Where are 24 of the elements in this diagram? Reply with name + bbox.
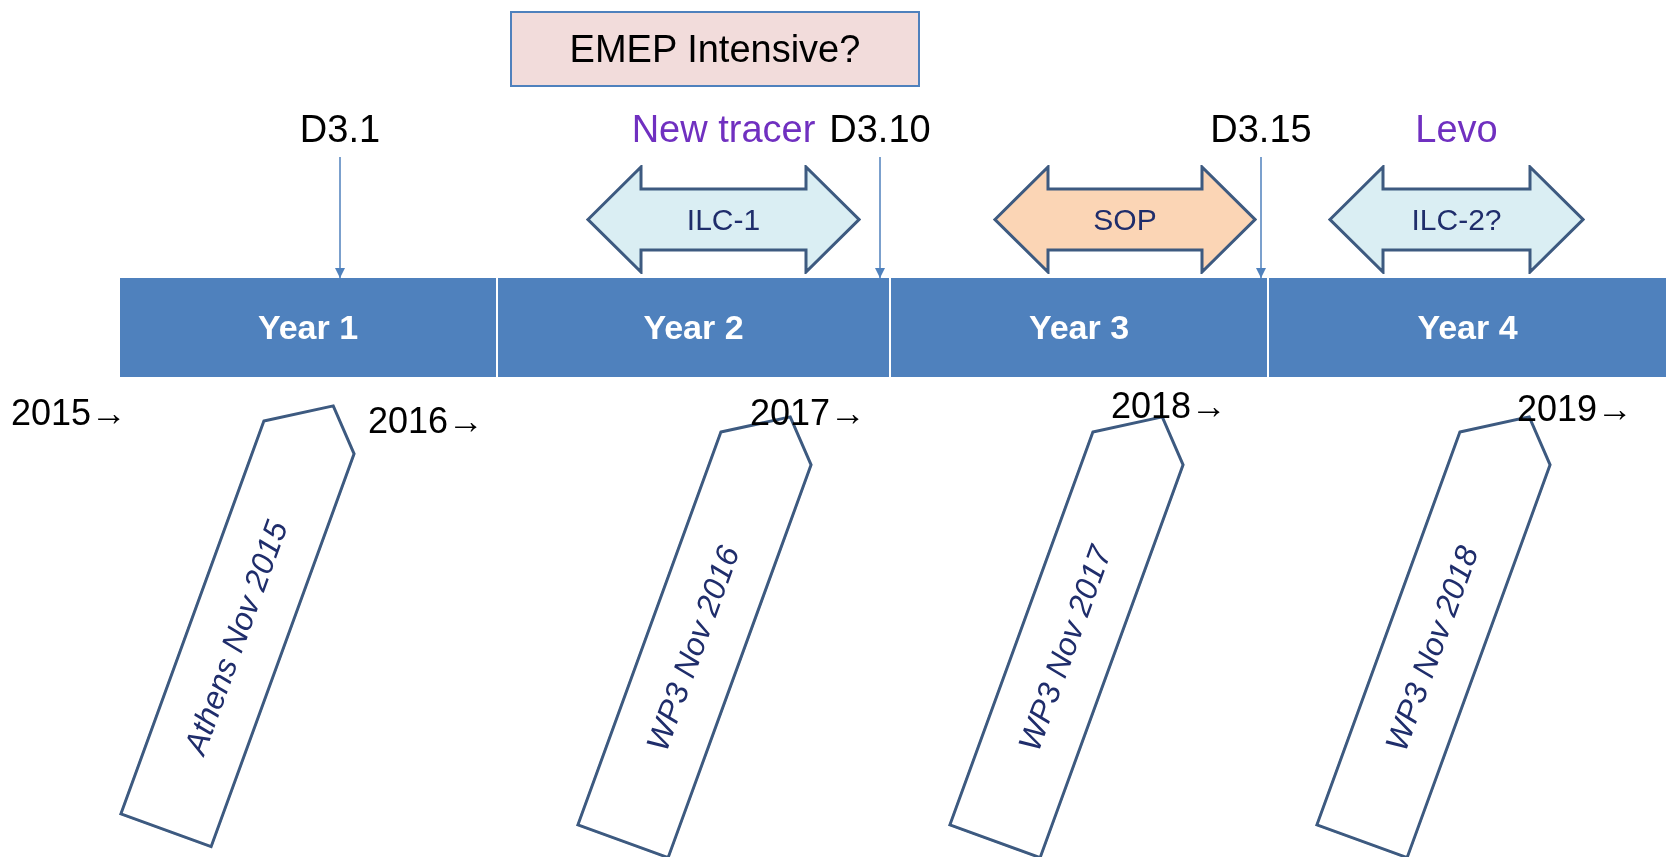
arrow <box>1255 156 1267 279</box>
tag-label: WP3 Nov 2016 <box>638 541 748 757</box>
timeline-segment: Year 4 <box>1269 278 1666 377</box>
year-marker: 2016→ <box>368 400 485 442</box>
tag-label: WP3 Nov 2017 <box>1010 541 1120 757</box>
milestone-label: D3.15 <box>1181 108 1341 151</box>
year-marker: 2015→ <box>11 392 128 434</box>
timeline-segment: Year 3 <box>891 278 1267 377</box>
timeline-segment: Year 1 <box>120 278 496 377</box>
arrow-label: ILC-2? <box>1411 202 1502 237</box>
timeline-segment: Year 2 <box>498 278 889 377</box>
arrow-label: SOP <box>1093 202 1157 237</box>
tag-label: Athens Nov 2015 <box>176 515 296 760</box>
year-marker: 2017→ <box>750 392 867 434</box>
arrow-label: ILC-1 <box>686 202 761 237</box>
year-marker: 2018→ <box>1111 385 1228 427</box>
year-marker: 2019→ <box>1517 388 1634 430</box>
tag-label: WP3 Nov 2018 <box>1377 541 1487 757</box>
annotation-text: Levo <box>1415 108 1498 151</box>
arrow <box>334 156 346 279</box>
milestone-label: D3.1 <box>260 108 420 151</box>
annotation-text: New tracer <box>631 108 816 151</box>
note-box: EMEP Intensive? <box>510 11 920 87</box>
arrow <box>874 156 886 279</box>
